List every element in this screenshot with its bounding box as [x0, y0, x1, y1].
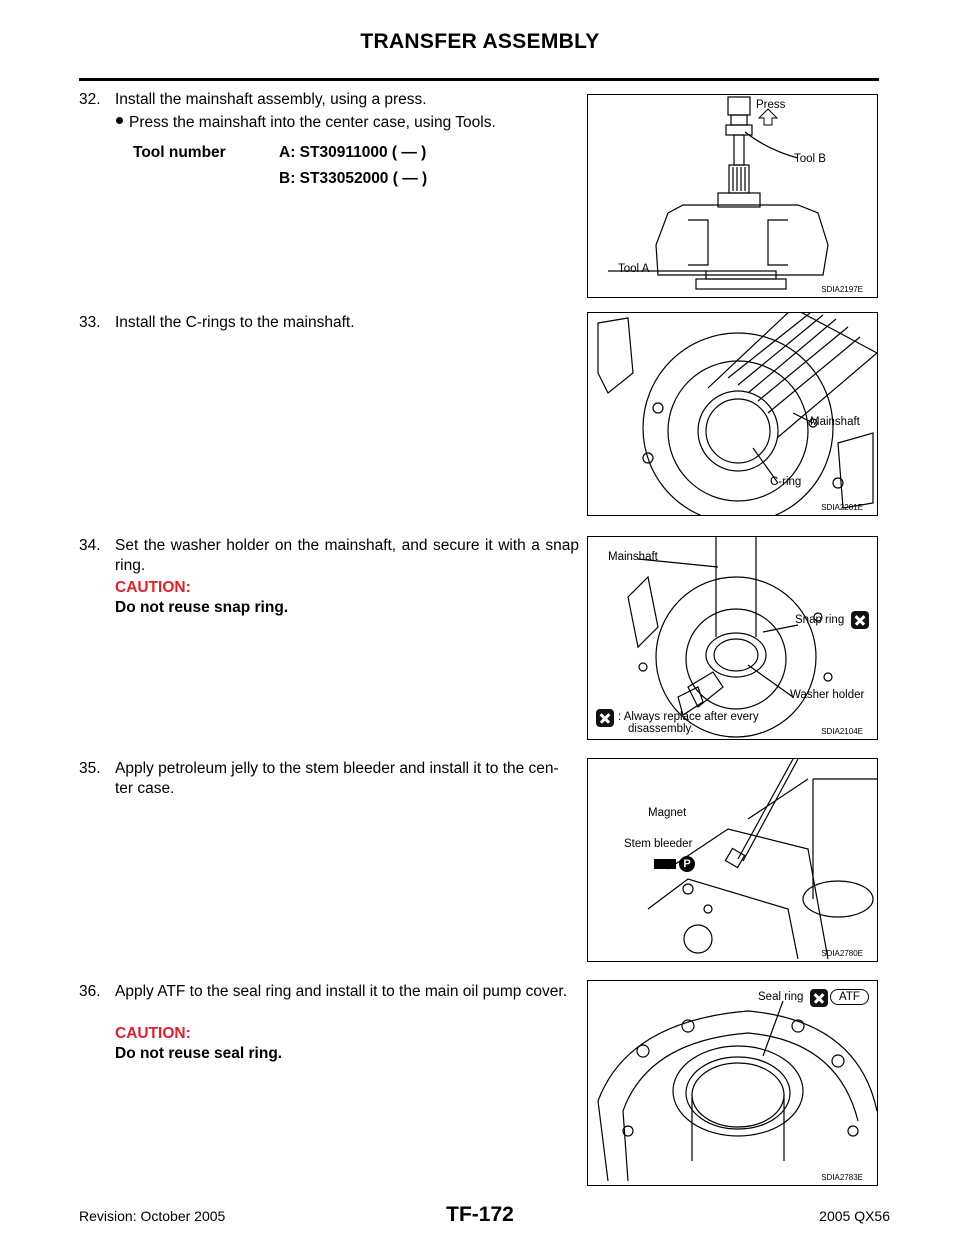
press-label: Press	[756, 99, 786, 111]
step-text: Apply ATF to the seal ring and install i…	[115, 983, 568, 1000]
figure-code: SDIA2104E	[821, 727, 863, 736]
atf-label: ATF	[830, 989, 869, 1005]
press-illustration	[608, 96, 829, 290]
figure-mainshaft-press: Press Tool B Tool A SDIA2197E	[587, 94, 878, 298]
step-number: 33.	[79, 314, 101, 331]
step-number: 35.	[79, 760, 101, 777]
step-number: 34.	[79, 537, 101, 554]
tool-number-label: Tool number	[133, 144, 226, 161]
bullet-text: Press the mainshaft into the center case…	[129, 114, 496, 131]
legend-line-1: : Always replace after every	[618, 711, 759, 723]
step-33: 33. Install the C-rings to the mainshaft…	[79, 313, 579, 333]
model-year: 2005 QX56	[819, 1208, 890, 1224]
step-text-line: Apply petroleum jelly to the stem bleede…	[115, 760, 559, 777]
step-text: Install the C-rings to the mainshaft.	[115, 314, 355, 331]
step-34: 34. Set the washer holder on the mainsha…	[79, 536, 579, 576]
figure-c-ring: Mainshaft C-ring SDIA2201E	[587, 312, 878, 516]
step-35: 35. Apply petroleum jelly to the stem bl…	[79, 759, 579, 799]
magnet-label: Magnet	[648, 807, 687, 819]
replace-part-icon	[851, 611, 869, 629]
stem-bleeder-label: Stem bleeder	[624, 838, 693, 850]
mainshaft-label: Mainshaft	[810, 416, 860, 428]
step-text: Install the mainshaft assembly, using a …	[115, 91, 427, 108]
stem-bleeder-illustration	[647, 759, 877, 960]
seal-ring-label: Seal ring	[758, 991, 804, 1003]
legend-line-2: disassembly.	[628, 723, 694, 735]
figure-code: SDIA2197E	[821, 285, 863, 294]
page-number: TF-172	[446, 1203, 514, 1226]
figure-seal-ring: Seal ring ATF SDIA2783E	[587, 980, 878, 1186]
tool-b-number: B: ST33052000 ( — )	[279, 170, 428, 187]
header-divider	[79, 78, 879, 81]
washer-holder-label: Washer holder	[790, 689, 865, 701]
caution-36: CAUTION: Do not reuse seal ring.	[115, 1024, 282, 1064]
step-text: Apply petroleum jelly to the stem bleede…	[115, 759, 579, 799]
step-number: 36.	[79, 983, 101, 1000]
figure-code: SDIA2783E	[821, 1173, 863, 1182]
caution-heading: CAUTION:	[115, 579, 191, 596]
replace-part-icon	[810, 989, 828, 1007]
caution-heading: CAUTION:	[115, 1025, 191, 1042]
caution-text: Do not reuse seal ring.	[115, 1045, 283, 1062]
figure-code: SDIA2780E	[821, 949, 863, 958]
caution-34: CAUTION: Do not reuse snap ring.	[115, 578, 288, 618]
mainshaft-label: Mainshaft	[608, 551, 658, 563]
c-ring-label: C-ring	[770, 476, 802, 488]
replace-part-icon	[596, 709, 614, 727]
page-title: TRANSFER ASSEMBLY	[360, 30, 600, 53]
figure-stem-bleeder: Magnet Stem bleeder P SDIA2780E	[587, 758, 878, 962]
snap-ring-label: Snap ring	[795, 614, 845, 626]
bullet-icon	[116, 117, 123, 125]
figure-code: SDIA2201E	[821, 503, 863, 512]
tool-b-label: Tool B	[794, 153, 826, 165]
grease-gun-icon	[654, 859, 676, 869]
snap-ring-illustration	[627, 537, 833, 738]
revision-date: Revision: October 2005	[79, 1208, 226, 1224]
caution-text: Do not reuse snap ring.	[115, 599, 289, 616]
step-text: Set the washer holder on the mainshaft, …	[115, 537, 579, 574]
step-32: 32. Install the mainshaft assembly, usin…	[79, 90, 579, 110]
step-36: 36. Apply ATF to the seal ring and insta…	[79, 982, 579, 1002]
tool-a-number: A: ST30911000 ( — )	[279, 144, 427, 161]
c-ring-illustration	[597, 313, 877, 515]
petroleum-jelly-icon: P	[679, 856, 695, 872]
figure-snap-ring: Mainshaft Snap ring Washer holder : Alwa…	[587, 536, 878, 740]
step-number: 32.	[79, 91, 101, 108]
bullet-item: Press the mainshaft into the center case…	[116, 113, 496, 133]
seal-ring-illustration	[597, 1000, 877, 1182]
step-text-line: ter case.	[115, 780, 175, 797]
tool-a-label: Tool A	[618, 263, 650, 275]
